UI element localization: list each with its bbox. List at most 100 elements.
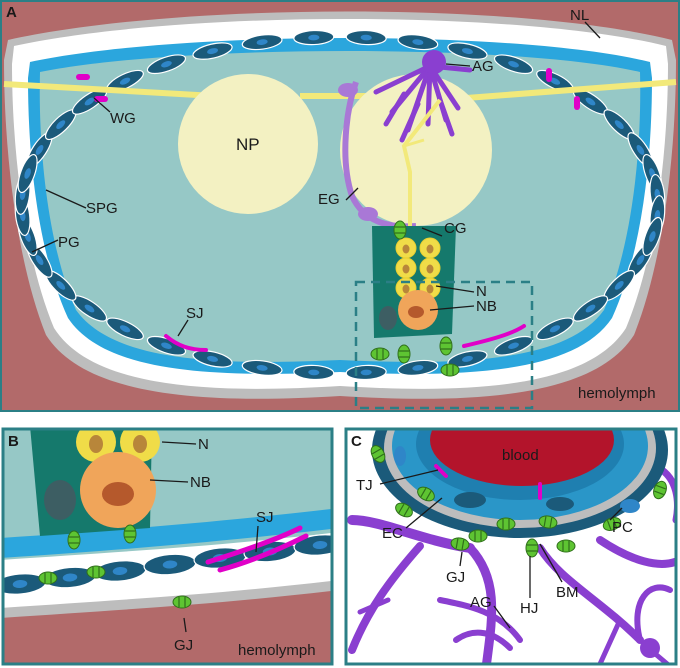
gap-junction-b [67, 530, 81, 550]
panel-c-frame [344, 427, 678, 666]
panel-b: B N NB SJ GJ hemolymph [1, 427, 334, 666]
panel-a-frame [0, 0, 680, 412]
gap-junction-c [653, 480, 667, 500]
inset-box [354, 280, 534, 410]
panel-letter-c: C [351, 433, 362, 450]
label-c-blood: blood [502, 447, 539, 464]
endothelial-nucleus-3 [394, 446, 406, 466]
perineurial-cell [536, 317, 574, 341]
label-eg: EG [318, 191, 340, 208]
gap-junctions-b [38, 524, 192, 609]
ensheathing-glia-cell-body [338, 83, 358, 97]
ensheathing-glia [342, 80, 417, 230]
perineurial-cell [192, 350, 233, 368]
gap-junction-b [86, 565, 106, 579]
perineurial-cell [17, 153, 38, 194]
label-ag: AG [472, 58, 494, 75]
perineurial-cell [293, 364, 335, 381]
perineurial-cell [241, 34, 283, 51]
gap-junction-c [496, 517, 516, 531]
perineurial-cell [192, 42, 233, 60]
perineurial-cell [642, 216, 663, 257]
label-c-bm: BM [556, 584, 579, 601]
gap-junction-c [450, 537, 470, 551]
gap-junction-c [602, 517, 622, 531]
neuroblast-nucleus [408, 306, 424, 318]
neuropil-right [340, 74, 492, 226]
gap-junction-c [370, 445, 386, 463]
perineurial-cell [493, 54, 534, 75]
label-c-hj: HJ [520, 600, 538, 617]
gap-junction-b [123, 524, 137, 544]
septate-junction-right [462, 324, 526, 348]
ensheathing-glia-cell-body-lower [358, 207, 378, 221]
neuron-nucleus [426, 264, 434, 274]
endothelial-nucleus-1 [454, 492, 486, 508]
neuron-nucleus [402, 244, 410, 254]
tight-junction-1 [434, 464, 448, 478]
label-b-nb: NB [190, 474, 211, 491]
astrocyte-glia-c-body [640, 638, 660, 658]
perineurial-cell [397, 34, 439, 51]
neuron-nucleus [402, 264, 410, 274]
septate-junction-left [164, 334, 208, 352]
label-c-tj: TJ [356, 477, 373, 494]
gap-junction-b [38, 571, 58, 585]
axon-branch [403, 138, 425, 148]
gap-junction-c [556, 539, 576, 553]
perineurial-cell [447, 350, 488, 368]
neuropil-left [178, 74, 318, 214]
hemolymph-b [4, 587, 331, 663]
gap-junctions-c [370, 445, 667, 558]
label-spg: SPG [86, 200, 118, 217]
gap-junction-b [172, 595, 192, 609]
perineurial-cell [447, 42, 488, 60]
gap-junction [397, 344, 411, 364]
label-hemolymph: hemolymph [578, 385, 656, 402]
label-c-ag: AG [470, 594, 492, 611]
gap-junction-c [395, 502, 413, 518]
label-c-gj: GJ [446, 569, 465, 586]
label-b-n: N [198, 436, 209, 453]
pg-layer-b [4, 509, 331, 558]
wrapping-glia-tract-right [439, 79, 677, 103]
gap-junction-c [538, 515, 558, 529]
endothelial-nucleus-2 [546, 497, 574, 511]
panel-letter-b: B [8, 433, 19, 450]
label-nb: NB [476, 298, 497, 315]
gap-junction [440, 363, 460, 377]
gap-junctions [370, 220, 460, 377]
perineurial-cell [241, 359, 283, 376]
perineurial-cell-b [293, 534, 331, 556]
perineurial-cell [106, 317, 144, 341]
label-np: NP [236, 135, 260, 154]
gap-junction-c [525, 538, 539, 558]
panel-b-frame [1, 427, 334, 666]
astrocyte-glia-cell-body [422, 50, 446, 74]
leader-lines-b [149, 441, 259, 633]
neuron-nucleus [426, 284, 434, 294]
gap-junction-c [468, 529, 488, 543]
label-n: N [476, 283, 487, 300]
neuron-b-1-nucleus [89, 435, 103, 453]
label-c-pc: PC [612, 519, 633, 536]
gap-junction [370, 347, 390, 361]
label-cg: CG [444, 220, 467, 237]
panel-letter-a: A [6, 4, 17, 21]
gap-junction [439, 336, 453, 356]
pericyte-nucleus [620, 499, 640, 513]
cortex-glia-nucleus [379, 306, 397, 330]
perineurial-cell [397, 359, 439, 376]
label-b-hemolymph: hemolymph [238, 642, 316, 659]
label-wg: WG [110, 110, 136, 127]
neuron-b-2-nucleus [133, 435, 147, 453]
gap-junction [393, 220, 407, 240]
astrocyte-glia [373, 63, 473, 143]
label-c-ec: EC [382, 525, 403, 542]
neuron-nucleus [426, 244, 434, 254]
neuron-nucleus [402, 284, 410, 294]
label-sj: SJ [186, 305, 204, 322]
panel-a: A NL AG WG NP SPG PG EG CG N NB SJ hemol… [0, 0, 680, 412]
label-b-sj: SJ [256, 509, 274, 526]
